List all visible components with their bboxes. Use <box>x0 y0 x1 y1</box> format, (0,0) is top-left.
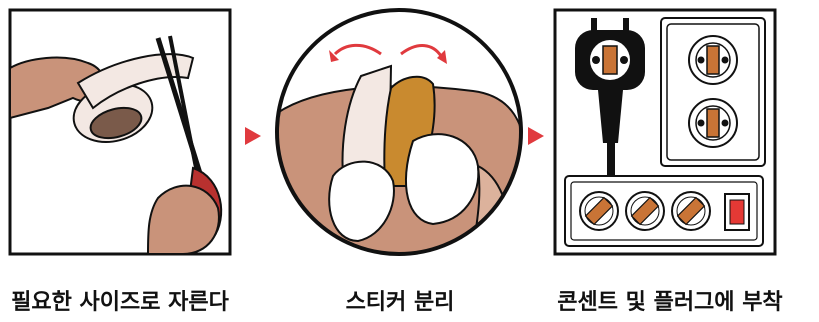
arrow-right-icon <box>245 127 261 145</box>
plug-socket-illustration <box>553 8 777 256</box>
arrow-right-icon <box>528 127 544 145</box>
step-2-panel <box>273 6 525 258</box>
power-strip-icon <box>565 176 763 246</box>
wall-socket-icon <box>661 18 765 166</box>
cutting-tape-illustration <box>8 8 232 256</box>
step-3-panel <box>553 8 777 256</box>
step-3-caption: 콘센트 및 플러그에 부착 <box>530 284 810 316</box>
step-2-caption: 스티커 분리 <box>300 284 500 316</box>
step-1-panel <box>8 8 232 256</box>
step-1-caption: 필요한 사이즈로 자른다 <box>0 284 240 316</box>
peeling-sticker-illustration <box>273 6 525 258</box>
